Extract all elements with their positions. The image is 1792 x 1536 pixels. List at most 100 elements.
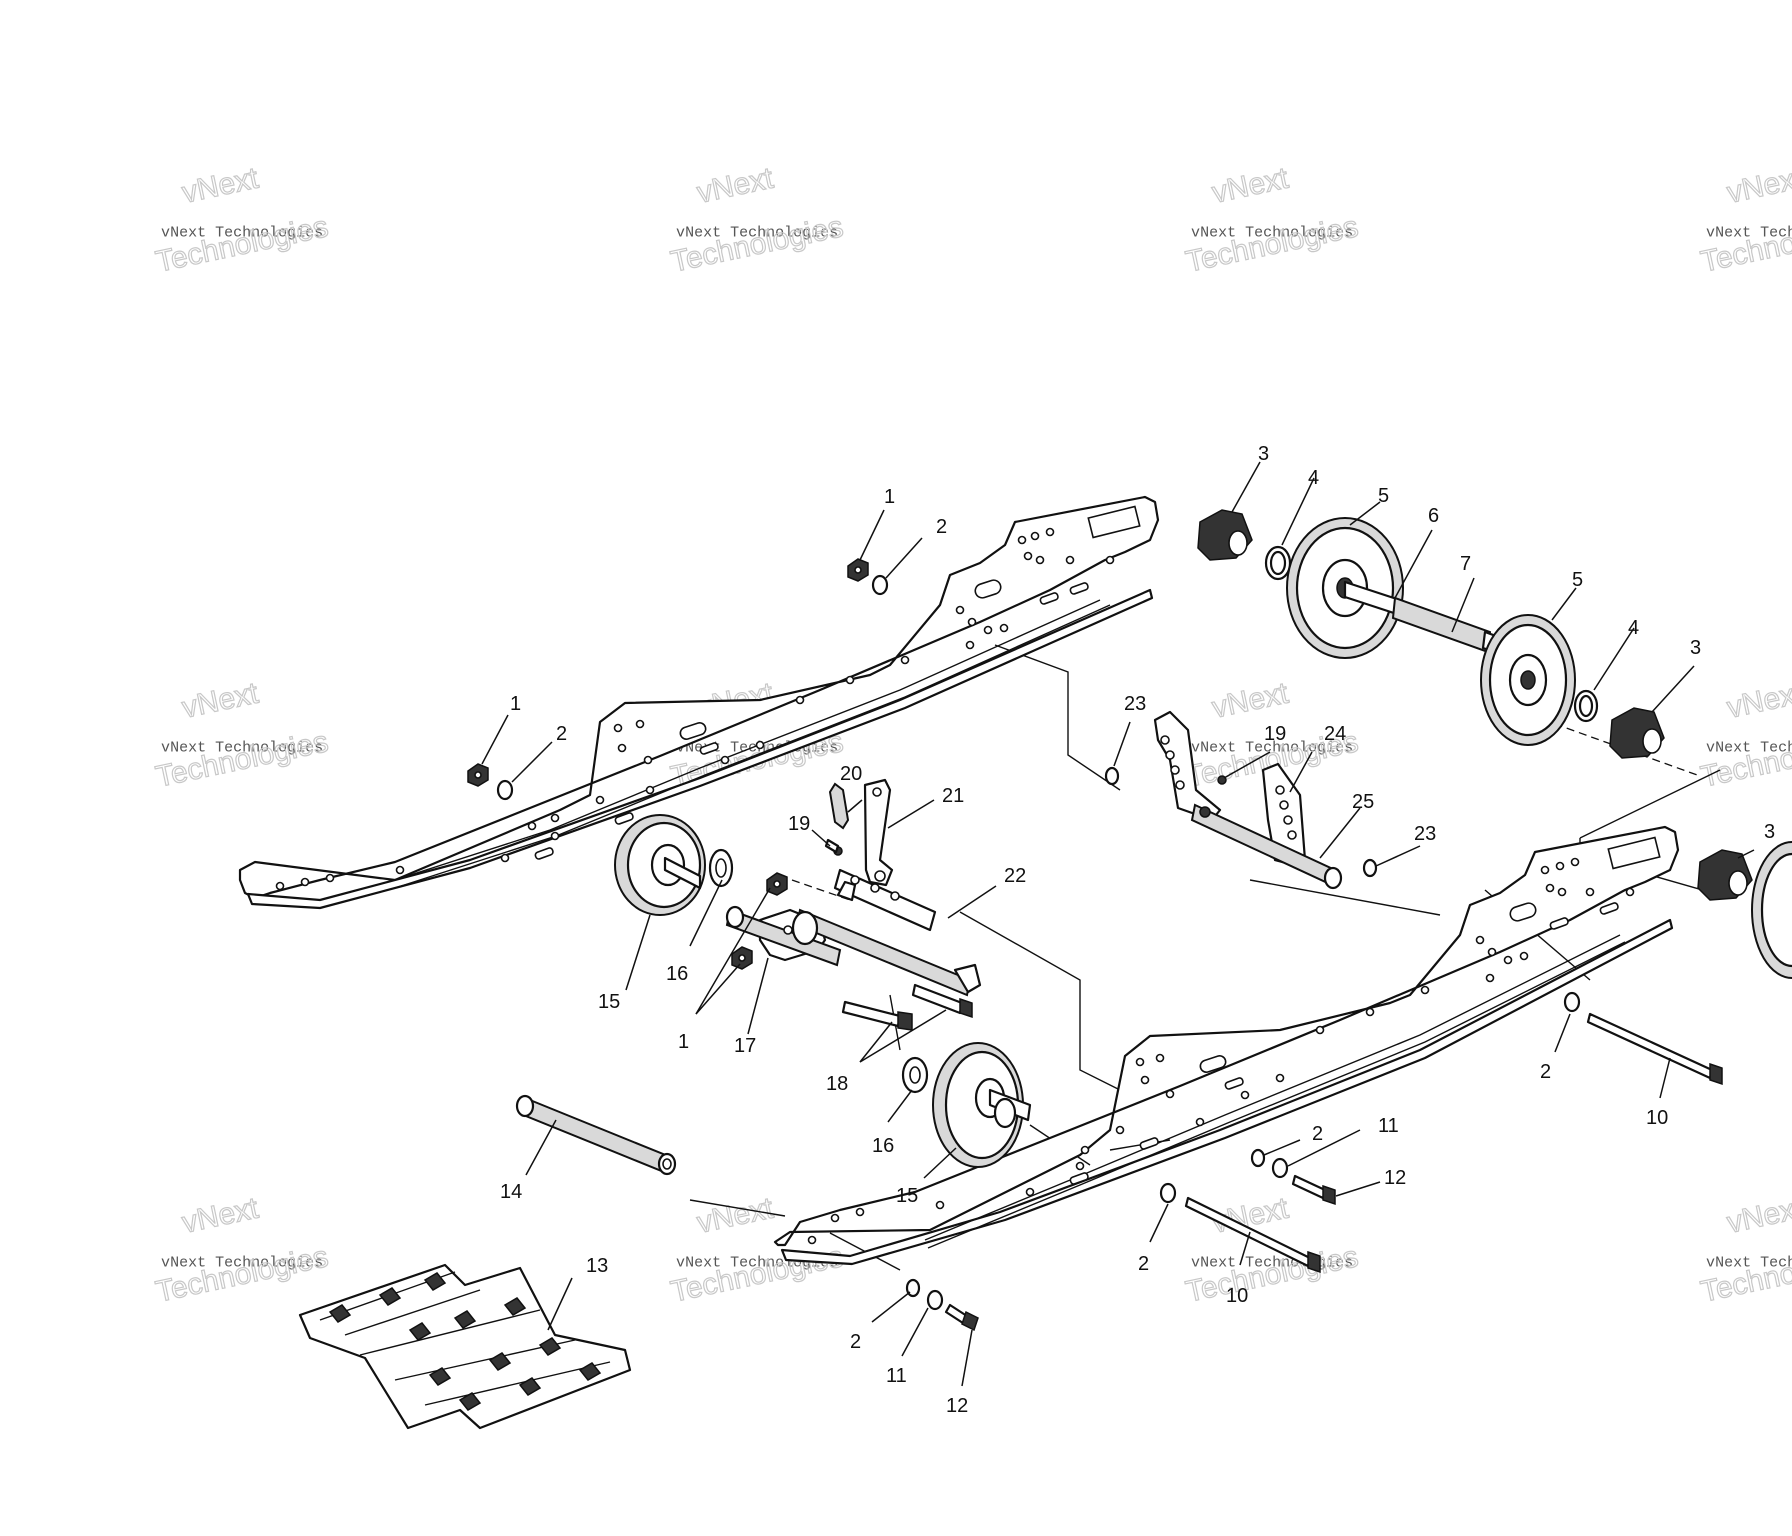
torque-arm-shaft [1190, 803, 1337, 887]
callout-label: 24 [1324, 723, 1346, 745]
rear-torque-arm [1104, 710, 1378, 890]
rod-pin-19-icon [824, 838, 840, 854]
callout-label: 23 [1124, 693, 1146, 715]
rail-hole [855, 1207, 865, 1217]
wheel-spacer-inner [909, 1066, 921, 1084]
lock-nut-icon [731, 946, 753, 970]
rail-wear-strip [246, 588, 1154, 910]
watermark-caption: vNext Technologies [161, 740, 323, 757]
rail-hole [1140, 1075, 1150, 1085]
rail-hole [1570, 857, 1580, 867]
callout-label: 14 [500, 1181, 522, 1203]
torque-arm-bushing [1199, 806, 1211, 818]
watermark-tile: vNext vNext Technologies Technologies [152, 1191, 331, 1310]
watermark-caption: vNext Technologies [1706, 225, 1792, 242]
rail-body [773, 825, 1680, 1247]
rail-hole [830, 1213, 840, 1223]
callout-label: 18 [826, 1073, 848, 1095]
rail-hole [1045, 527, 1055, 537]
torque-arm-hole [1275, 785, 1285, 795]
rail-hole [965, 640, 975, 650]
rail-hole [1315, 1025, 1325, 1035]
rail-hole [645, 785, 655, 795]
rear-idler-wheel-icon [1480, 614, 1576, 746]
hardware [467, 558, 1723, 1332]
axle-cap-icon [1197, 509, 1253, 561]
rail-hole [1135, 1057, 1145, 1067]
rail-hole [1585, 887, 1595, 897]
rail-slot [1087, 505, 1141, 539]
alignment-line [791, 879, 851, 901]
left-slide-rail [238, 495, 1160, 910]
alignment-line [994, 644, 1121, 791]
arm-hole [870, 883, 880, 893]
torque-arm-hole [1279, 800, 1289, 810]
rail-hole [1545, 883, 1555, 893]
rail-hole [595, 795, 605, 805]
washer-icon [1362, 858, 1378, 878]
rail-hole [1487, 947, 1497, 957]
callout-label: 2 [556, 723, 567, 745]
watermark-tile: vNext vNext Technologies Technologies [1697, 161, 1792, 280]
torque-arm-hole [1175, 780, 1185, 790]
watermark-technologies: Technologies [1698, 725, 1792, 794]
rail-slot [699, 742, 719, 755]
lock-washer-icon [1271, 1157, 1289, 1179]
torque-arm-hole [1160, 735, 1170, 745]
rail-hole [1155, 1053, 1165, 1063]
rear-axle-assembly [1197, 509, 1792, 979]
link-21 [863, 778, 894, 887]
front-arm-assembly [725, 778, 982, 1031]
short-bolt-12-icon [944, 1303, 979, 1332]
rail-hole [795, 695, 805, 705]
callout-label: 3 [1258, 443, 1269, 465]
rail-hole [1115, 1125, 1125, 1135]
rail-hole [1503, 955, 1513, 965]
lock-nut-icon [467, 763, 489, 787]
watermark-technologies: Technologies [668, 1240, 846, 1309]
callout-label: 25 [1352, 791, 1374, 813]
short-bolt-12-icon [1291, 1174, 1336, 1206]
callout-label: 11 [886, 1365, 907, 1387]
bolt-head [959, 997, 973, 1019]
watermark-tile: vNext vNext Technologies Technologies [667, 161, 846, 280]
arm-hole [890, 891, 900, 901]
watermark-vnext: vNext [1724, 162, 1792, 210]
rail-hole [1030, 531, 1040, 541]
rail-hole [1519, 951, 1529, 961]
watermark-vnext: vNext [179, 677, 262, 725]
rail-hole [1557, 887, 1567, 897]
washer-icon [1159, 1182, 1177, 1204]
rail-hole [1023, 551, 1033, 561]
washer-icon [1250, 1148, 1266, 1168]
axle-cap-icon [1609, 707, 1665, 759]
arm-bushing [791, 910, 819, 946]
rail-slot [1509, 902, 1537, 922]
rail-hole [1025, 1187, 1035, 1197]
rail-slot [1224, 1077, 1244, 1090]
alignment-line [689, 1199, 786, 1217]
torque-arm-hole [1283, 815, 1293, 825]
arm-hole [850, 875, 860, 885]
watermark-tile: vNext vNext Technologies Technologies [1697, 676, 1792, 795]
watermark-technologies: Technologies [1183, 1240, 1361, 1309]
rail-slot [679, 722, 707, 740]
callout-label: 2 [1312, 1123, 1323, 1145]
rail-groove [927, 941, 1626, 1249]
washer-icon [1104, 766, 1120, 786]
rail-wear-strip [780, 918, 1674, 1266]
watermark-tile: vNext vNext Technologies Technologies [667, 1191, 846, 1310]
spacer-ring-inner [1269, 550, 1287, 576]
rail-hole [275, 881, 285, 891]
watermark-tile: vNext vNext Technologies Technologies [1182, 161, 1361, 280]
callout-label: 11 [1378, 1115, 1399, 1137]
rear-idler-wheel-partial-icon [1751, 841, 1792, 979]
callout-label: 19 [1264, 723, 1286, 745]
washer-icon [871, 574, 889, 596]
rail-hole [983, 625, 993, 635]
watermark-tile: vNext vNext Technologies Technologies [152, 161, 331, 280]
callout-label: 10 [1226, 1285, 1248, 1307]
rail-slot [1607, 836, 1661, 870]
rail-hole [635, 719, 645, 729]
callout-label: 15 [598, 991, 620, 1013]
